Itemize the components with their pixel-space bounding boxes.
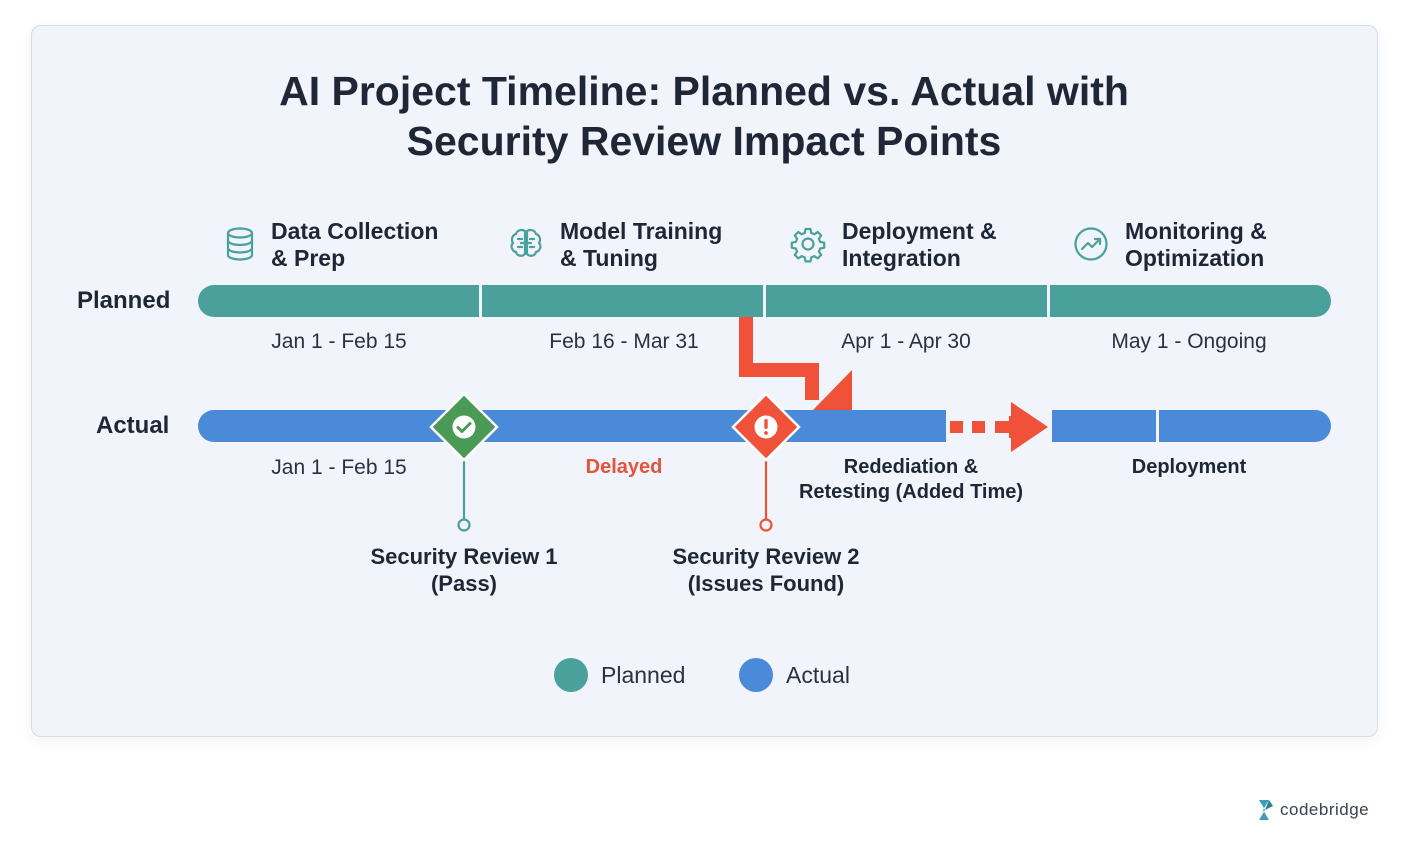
delayed-label: Delayed (585, 456, 663, 478)
trend-icon (1074, 227, 1108, 261)
dash-3 (995, 421, 1009, 433)
exclamation-icon (764, 419, 768, 429)
actual-bar-deployment-2 (1159, 410, 1331, 442)
review-1-pass-marker (429, 392, 499, 462)
actual-date-1: Jan 1 - Feb 15 (271, 456, 407, 479)
actual-bar-main (198, 410, 946, 442)
planned-date-1: Jan 1 - Feb 15 (271, 330, 407, 353)
planned-date-2: Feb 16 - Mar 31 (549, 330, 699, 353)
phase-label-monitoring: Monitoring & Optimization (1125, 218, 1267, 271)
legend-label-actual: Actual (786, 662, 850, 688)
delay-arrow-head (813, 370, 852, 410)
review-2-endpoint (759, 518, 773, 532)
dash-arrow-head (1009, 402, 1048, 452)
codebridge-logo-icon (1259, 800, 1273, 820)
gear-icon (790, 227, 826, 263)
phase-label-deployment: Deployment & Integration (842, 218, 997, 271)
diagram-card (31, 25, 1378, 737)
deployment-label: Deployment (1131, 456, 1247, 478)
row-label-planned: Planned (77, 287, 171, 314)
planned-bar-segment-2 (482, 285, 763, 317)
planned-bar-segment-4 (1050, 285, 1331, 317)
planned-bar-segment-1 (198, 285, 479, 317)
planned-date-4: May 1 - Ongoing (1111, 330, 1267, 353)
review-2-label: Security Review 2 (Issues Found) (672, 544, 860, 596)
row-label-actual: Actual (96, 412, 170, 439)
review-2-issue-marker (731, 392, 801, 462)
legend-dot-actual (739, 658, 773, 692)
database-icon (226, 227, 254, 261)
phase-label-data-collection: Data Collection & Prep (271, 218, 439, 271)
planned-date-3: Apr 1 - Apr 30 (841, 330, 971, 353)
remediation-label: Redediation & Retesting (Added Time) (798, 456, 1024, 503)
dash-1 (950, 421, 963, 433)
review-1-endpoint (457, 518, 471, 532)
checkmark-icon (456, 422, 472, 433)
brand-name: codebridge (1280, 800, 1370, 819)
page-title: AI Project Timeline: Planned vs. Actual … (279, 68, 1129, 164)
actual-bar-deployment-1 (1052, 410, 1156, 442)
legend-label-planned: Planned (601, 662, 686, 688)
delay-arrow (739, 317, 819, 400)
dash-2 (972, 421, 985, 433)
brain-icon (510, 228, 542, 257)
legend-dot-planned (554, 658, 588, 692)
phase-label-model-training: Model Training & Tuning (560, 218, 723, 271)
review-1-label: Security Review 1 (Pass) (370, 544, 558, 596)
planned-bar-segment-3 (766, 285, 1047, 317)
